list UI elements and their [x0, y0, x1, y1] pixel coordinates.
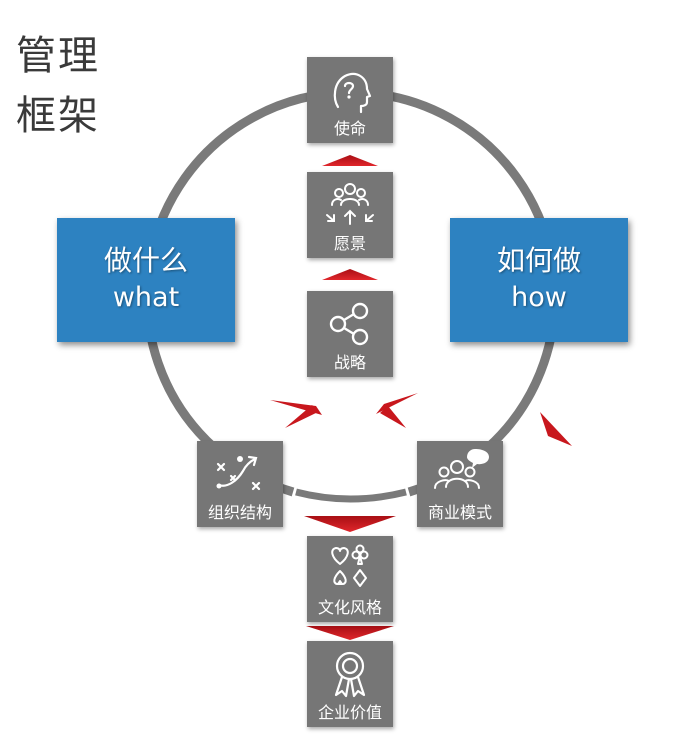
- how-box-en: how: [511, 282, 567, 313]
- tile-values: 企业价值: [307, 641, 393, 727]
- what-box-cn: 做什么: [103, 244, 188, 277]
- people-chat-icon: [434, 449, 489, 489]
- tile-mission: 使命: [307, 57, 393, 143]
- tile-vision-label: 愿景: [333, 234, 366, 253]
- tile-organization-label: 组织结构: [207, 503, 272, 522]
- page-title: 管理 框架: [16, 26, 100, 146]
- tile-culture-label: 文化风格: [317, 598, 382, 617]
- what-box-en: what: [112, 282, 180, 313]
- arrow-vision-to-mission: [322, 155, 378, 166]
- tile-business-model-label: 商业模式: [427, 503, 492, 522]
- tile-values-label: 企业价值: [317, 703, 382, 722]
- arrow-bm-to-strategy-2: [380, 406, 406, 428]
- tile-culture: 文化风格: [307, 536, 393, 622]
- arrow-to-values: [306, 626, 394, 640]
- card-suits-icon: [331, 544, 369, 587]
- arrow-ring-right: [540, 412, 572, 446]
- tile-organization: 组织结构: [197, 441, 283, 527]
- title-line-1: 管理: [16, 33, 100, 79]
- arrow-strategy-to-vision: [322, 269, 378, 280]
- arrow-bm-to-strategy: [376, 393, 418, 414]
- tile-strategy-label: 战略: [333, 353, 366, 372]
- share-nodes-icon: [329, 302, 369, 346]
- head-question-icon: [333, 72, 372, 114]
- how-box-cn: 如何做: [496, 244, 581, 277]
- tile-strategy: 战略: [307, 291, 393, 377]
- playbook-icon: [216, 455, 261, 491]
- title-line-2: 框架: [16, 93, 100, 139]
- tile-business-model: 商业模式: [417, 441, 503, 527]
- what-box: 做什么 what: [57, 218, 235, 342]
- tile-mission-label: 使命: [333, 119, 366, 138]
- arrow-to-culture: [304, 516, 396, 532]
- tile-vision: 愿景: [307, 172, 393, 258]
- award-ribbon-icon: [334, 651, 366, 698]
- cycle-ring-bottom: [295, 488, 407, 503]
- how-box: 如何做 how: [450, 218, 628, 342]
- team-converge-icon: [326, 183, 374, 225]
- arrow-org-to-strategy-2: [285, 405, 318, 428]
